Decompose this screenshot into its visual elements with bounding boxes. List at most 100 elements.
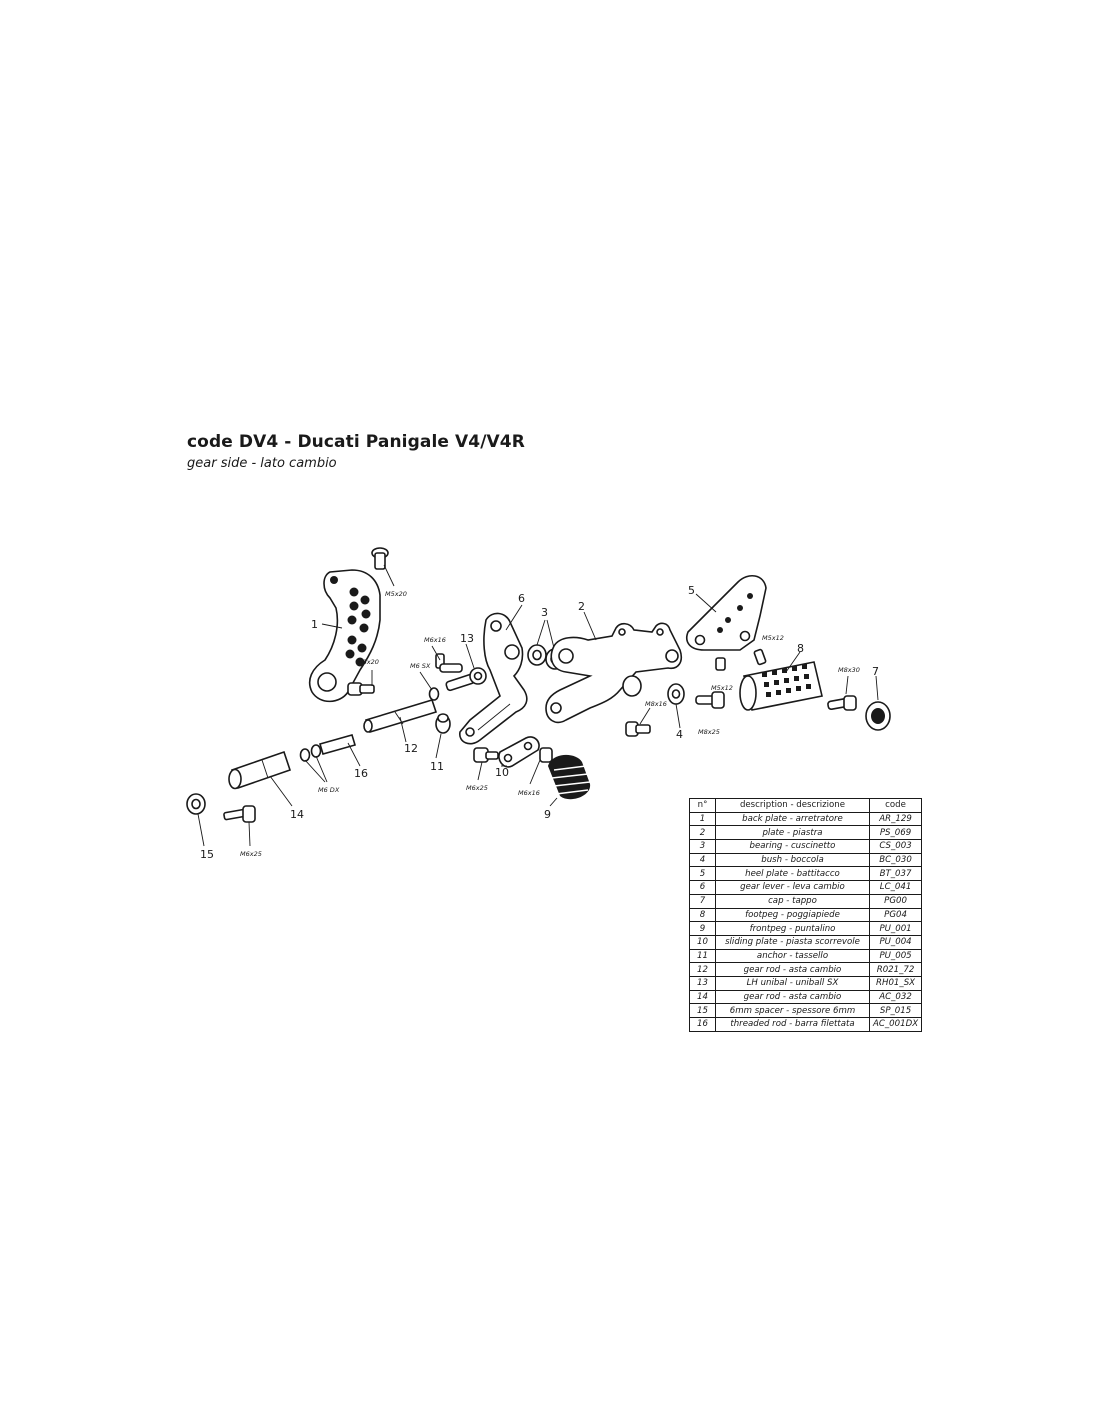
screw-label-m8x30: M8x30 xyxy=(838,666,860,674)
screw-m5x12-top xyxy=(753,648,767,666)
cap-part xyxy=(865,701,891,731)
screw-label-m6x16-top: M6x16 xyxy=(424,636,446,644)
row-code: BT_037 xyxy=(868,866,923,882)
row-number: 15 xyxy=(689,1003,716,1018)
row-description: 6mm spacer - spessore 6mm xyxy=(715,1003,870,1018)
nuts-m6dx xyxy=(299,744,322,762)
screw-label-m6x16-low: M6x16 xyxy=(518,789,540,797)
plate-part xyxy=(545,622,683,724)
screw-label-m6x25-low: M6x25 xyxy=(240,850,262,858)
callout-1: 1 xyxy=(311,618,318,631)
screw-m6x16-low xyxy=(539,747,553,763)
row-description: bearing - cuscinetto xyxy=(715,839,870,854)
bush-part xyxy=(667,683,685,705)
row-code: R021_72 xyxy=(868,962,923,977)
row-number: 3 xyxy=(689,839,716,854)
row-description: heel plate - battitacco xyxy=(715,866,870,882)
screw-label-m6dx: M6 DX xyxy=(318,786,340,794)
row-number: 12 xyxy=(689,962,716,977)
gear-lever-part xyxy=(459,612,528,745)
row-number: 11 xyxy=(689,948,716,964)
row-code: LC_041 xyxy=(868,880,923,895)
row-description: cap - tappo xyxy=(715,893,870,909)
row-code: BC_030 xyxy=(868,852,923,868)
callout-13: 13 xyxy=(460,632,474,645)
screw-m5x12-bottom xyxy=(715,657,726,671)
page-subtitle: gear side - lato cambio xyxy=(187,456,337,471)
row-description: gear lever - leva cambio xyxy=(715,880,870,895)
row-code: CS_003 xyxy=(868,839,923,854)
row-number: 10 xyxy=(689,934,716,950)
nut-m6sx xyxy=(428,687,440,701)
callout-14: 14 xyxy=(290,808,304,821)
gear-rod-part xyxy=(363,699,438,733)
row-code: AC_001DX xyxy=(868,1017,923,1032)
row-description: gear rod - asta cambio xyxy=(715,989,870,1005)
screw-m8x25-mid xyxy=(695,691,725,709)
spacer-6mm-part xyxy=(186,793,206,815)
row-code: AC_032 xyxy=(868,989,923,1005)
screw-m8x16-mid xyxy=(625,721,651,737)
row-description: bush - boccola xyxy=(715,852,870,868)
row-number: 8 xyxy=(689,907,716,923)
screw-label-m5x12-bottom: M5x12 xyxy=(711,684,733,692)
row-number: 9 xyxy=(689,921,716,936)
screw-label-m8x20: M8x20 xyxy=(357,658,379,666)
row-number: 4 xyxy=(689,852,716,868)
screw-m5x20 xyxy=(371,547,389,570)
header-code: code xyxy=(868,798,923,813)
callout-16: 16 xyxy=(354,767,368,780)
callout-8: 8 xyxy=(797,642,804,655)
uniball-lh-part xyxy=(445,667,487,692)
row-description: back plate - arretratore xyxy=(715,811,870,827)
heel-plate-part xyxy=(686,575,767,651)
screw-m6x25 xyxy=(473,747,499,763)
row-number: 7 xyxy=(689,893,716,909)
callout-6: 6 xyxy=(518,592,525,605)
row-description: footpeg - poggiapiede xyxy=(715,907,870,923)
row-number: 2 xyxy=(689,825,716,841)
callout-11: 11 xyxy=(430,760,444,773)
row-description: sliding plate - piasta scorrevole xyxy=(715,934,870,950)
row-code: PU_004 xyxy=(868,934,923,950)
callout-15: 15 xyxy=(200,848,214,861)
threaded-rod-part xyxy=(318,734,357,755)
row-number: 13 xyxy=(689,975,716,991)
screw-label-m5x20: M5x20 xyxy=(385,590,407,598)
screw-m6x16-top xyxy=(435,653,463,673)
anchor-part xyxy=(435,713,451,734)
row-code: RH01_SX xyxy=(868,975,923,991)
callout-10: 10 xyxy=(495,766,509,779)
header-number: n° xyxy=(689,798,716,813)
header-description: description - descrizione xyxy=(715,798,870,813)
row-number: 14 xyxy=(689,989,716,1005)
screw-label-m8x16-mid: M8x16 xyxy=(645,700,667,708)
callout-7: 7 xyxy=(872,665,879,678)
sliding-plate-part xyxy=(498,736,540,768)
row-number: 5 xyxy=(689,866,716,882)
table-header-row: n° description - descrizione code xyxy=(689,798,923,813)
row-description: LH unibal - uniball SX xyxy=(715,975,870,991)
row-code: PU_005 xyxy=(868,948,923,964)
row-number: 1 xyxy=(689,811,716,827)
row-code: PG00 xyxy=(868,893,923,909)
row-description: frontpeg - puntalino xyxy=(715,921,870,936)
row-description: threaded rod - barra filettata xyxy=(715,1017,870,1032)
back-plate-part xyxy=(308,569,381,703)
screw-label-m6x25: M6x25 xyxy=(466,784,488,792)
callout-12: 12 xyxy=(404,742,418,755)
row-code: PG04 xyxy=(868,907,923,923)
